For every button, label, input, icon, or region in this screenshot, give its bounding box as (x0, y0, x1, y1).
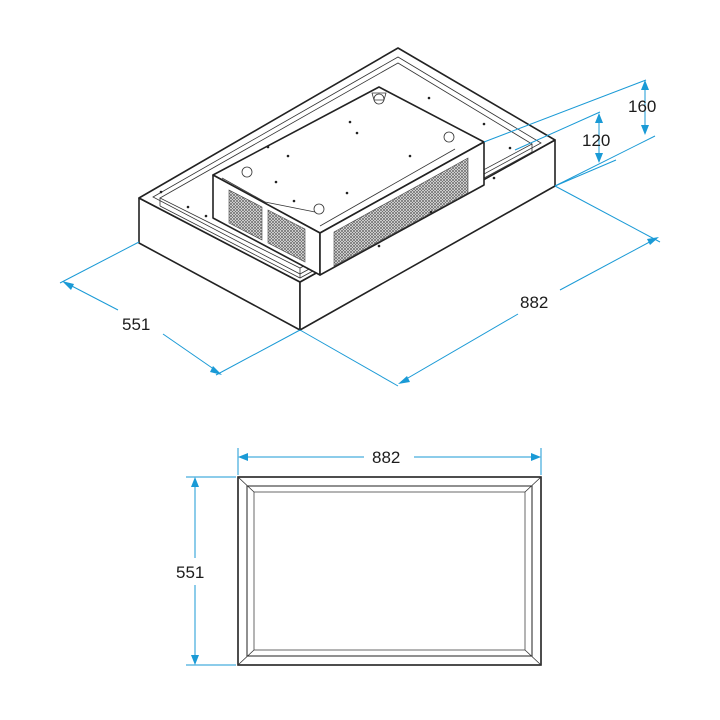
top-view-inner-frame (246, 485, 533, 657)
dimension-total-height: 160 (483, 79, 656, 187)
screw-icon (443, 131, 455, 143)
frame-corner-line (237, 649, 255, 666)
fixing-dots (159, 96, 512, 248)
dimension-label-width-top: 882 (372, 448, 400, 467)
top-panel-edge (319, 148, 456, 227)
frame-corner-line (524, 476, 542, 493)
perspective-view (138, 47, 556, 331)
frame-corner-line (237, 476, 255, 493)
screw-icon (373, 93, 385, 105)
dimension-depth-perspective: 551 (59, 241, 301, 376)
top-view-outer-frame (237, 476, 542, 666)
mesh-grille-right (333, 157, 469, 267)
top-panel-line (221, 177, 321, 214)
dimension-depth-top: 551 (176, 476, 236, 666)
top-view (237, 476, 542, 666)
duct-outlet-icon (371, 92, 387, 101)
dimension-label-total-height: 160 (628, 97, 656, 116)
mesh-grille-left-b (267, 209, 306, 263)
dimension-label-body-height: 120 (582, 131, 610, 150)
dimension-label-depth-top: 551 (176, 563, 204, 582)
screw-icon (313, 203, 325, 215)
dimension-body-height: 120 (514, 111, 617, 187)
top-view-inner-frame-2 (253, 491, 526, 651)
dimension-label-width: 882 (520, 293, 548, 312)
dimension-width-top: 882 (237, 448, 542, 475)
dimension-label-depth: 551 (122, 315, 150, 334)
screw-icon (241, 166, 253, 178)
frame-corner-line (524, 649, 542, 666)
dimension-width-perspective: 882 (299, 185, 661, 387)
mesh-grille-left-a (228, 189, 263, 241)
